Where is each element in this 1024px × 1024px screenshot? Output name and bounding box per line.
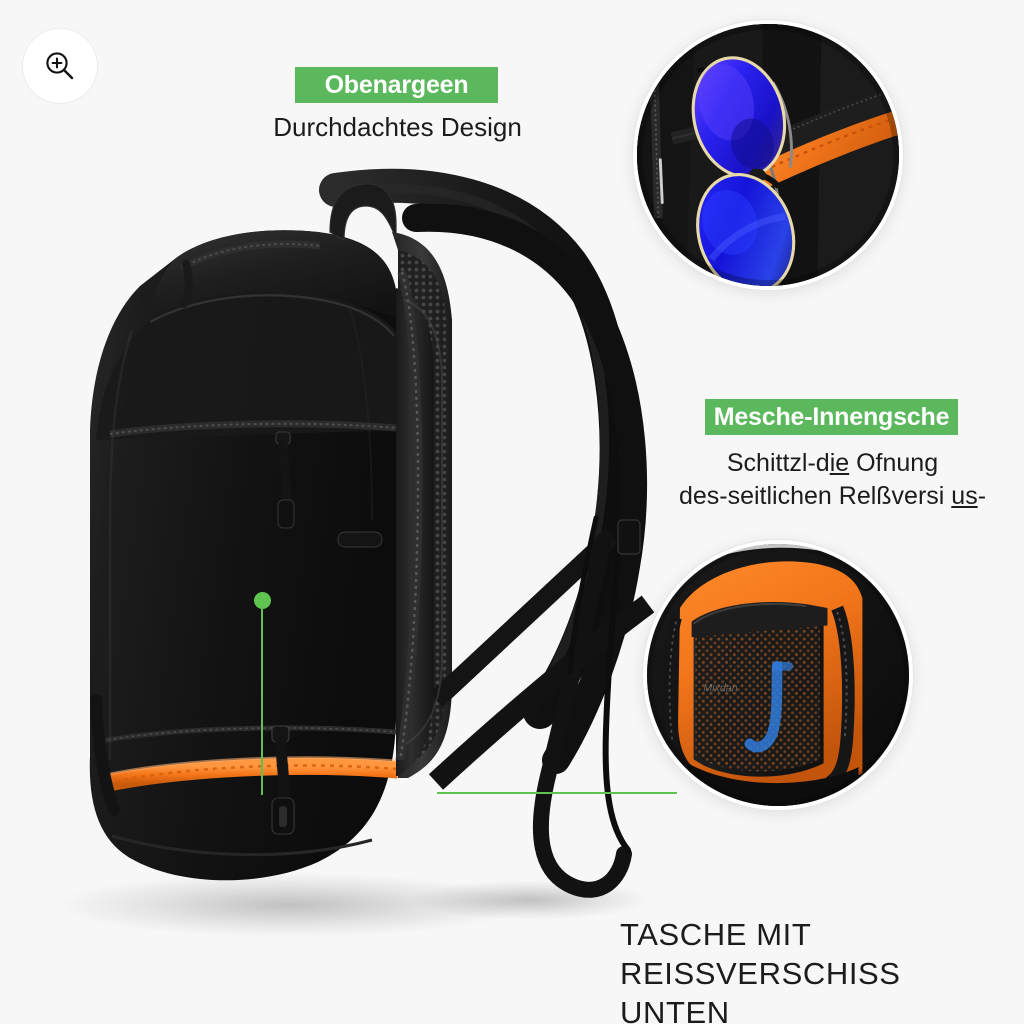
callout-leader-line-vertical — [261, 600, 263, 795]
caption-middle-feature: Schittzl-die Ofnung des-seitlichen Relßv… — [660, 447, 1005, 513]
inset-interior-mesh-pocket: Mixdan — [643, 540, 913, 810]
caption-bottom-line-1: TASCHE MIT — [620, 917, 812, 952]
badge-middle-feature: Mesche-Innengsche — [705, 399, 958, 435]
badge-top-label: Obenargeen — [324, 70, 469, 99]
callout-marker-dot — [254, 592, 271, 609]
caption-top-feature: Durchdachtes Design — [273, 112, 522, 142]
caption-bottom-feature: TASCHE MIT REISSVERSCHISS UNTEN — [620, 916, 1010, 1024]
badge-middle-label: Mesche-Innengsche — [713, 402, 950, 431]
zoom-in-button[interactable] — [22, 28, 98, 104]
caption-bottom-line-2: REISSVERSCHISS UNTEN — [620, 955, 901, 1024]
caption-middle-line-1: Schittzl-die Ofnung — [726, 449, 939, 477]
badge-top-feature: Obenargeen — [295, 67, 498, 103]
magnifier-plus-icon — [46, 52, 74, 80]
callout-leader-line-horizontal — [437, 792, 677, 794]
inset-sunglasses-pocket — [633, 20, 903, 290]
svg-text:Mixdan: Mixdan — [703, 682, 737, 694]
caption-middle-line-2: des-seitlichen Relßversi us- — [678, 482, 987, 510]
